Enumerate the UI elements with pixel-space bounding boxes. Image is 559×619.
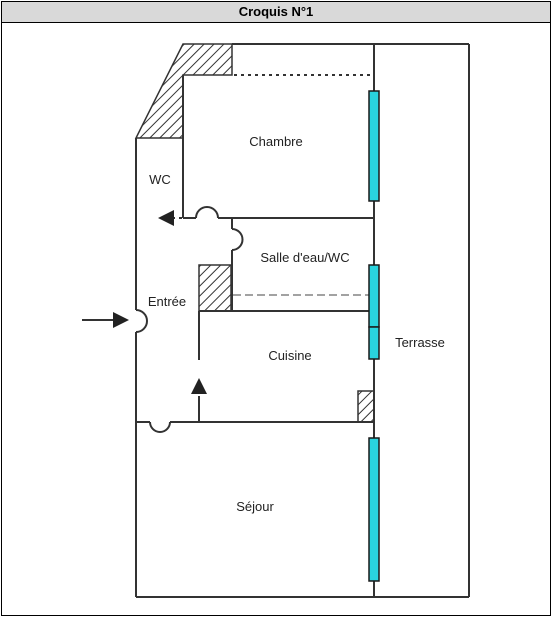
walls	[135, 43, 470, 598]
door-arcs	[135, 206, 244, 433]
door-arc-entree	[135, 309, 148, 333]
room-label-entree: Entrée	[148, 294, 186, 309]
hatched-duct	[198, 264, 232, 312]
room-label-salle-eau: Salle d'eau/WC	[260, 250, 349, 265]
windows	[368, 90, 380, 582]
door-arc-sejour	[149, 421, 171, 433]
door-arc-chambre	[195, 206, 219, 219]
room-label-cuisine: Cuisine	[268, 348, 311, 363]
sketch-frame: Croquis N°1	[1, 1, 551, 616]
room-label-terrasse: Terrasse	[395, 335, 445, 350]
door-arc-salle-eau	[231, 228, 244, 251]
hatched-pillar	[357, 390, 375, 423]
window-sejour	[368, 437, 380, 582]
room-label-sejour: Séjour	[236, 499, 274, 514]
room-label-chambre: Chambre	[249, 134, 302, 149]
window-salle-eau	[368, 264, 380, 328]
window-cuisine	[368, 326, 380, 360]
room-label-wc: WC	[149, 172, 171, 187]
window-chambre	[368, 90, 380, 202]
sketch-title: Croquis N°1	[2, 2, 550, 23]
